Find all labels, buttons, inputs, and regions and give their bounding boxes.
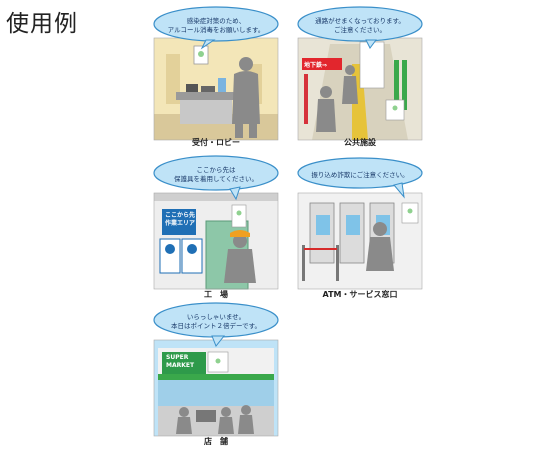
- bubble-line: ここから先は: [196, 166, 236, 175]
- subway-sign: 地下鉄⇒: [304, 62, 328, 69]
- panel-public-facility: 地下鉄⇒ 通路がせまくなっております。 ご注意ください。: [290, 4, 430, 144]
- bubble-line: 保護具を着用してください。: [173, 175, 259, 183]
- sign-line: SUPER: [166, 354, 189, 361]
- page-title: 使用例: [6, 11, 78, 37]
- speech-bubble: 振り込め詐欺にご注意ください。: [294, 157, 426, 193]
- work-area-sign: ここから先 作業エリア: [165, 212, 195, 229]
- sign-line: 作業エリア: [165, 220, 196, 228]
- speech-bubble: 感染症対策のため、 アルコール消毒をお願いします。: [150, 8, 282, 44]
- caption-reception: 受付・ロビー: [192, 138, 240, 147]
- caption-atm: ATM・サービス窓口: [322, 290, 398, 299]
- speech-bubble: いらっしゃいませ。 本日はポイント２倍デーです。: [150, 304, 282, 340]
- sign-line: ここから先: [165, 212, 196, 219]
- reception-illustration: [153, 6, 279, 141]
- bubble-line: いらっしゃいませ。: [186, 313, 246, 322]
- panel-factory: ここから先 作業エリア ここから先は 保護具を着用してください。: [146, 153, 286, 293]
- supermarket-sign: SUPER MARKET: [166, 354, 194, 370]
- caption-public-facility: 公共施設: [344, 138, 376, 147]
- speech-bubble: 通路がせまくなっております。 ご注意ください。: [294, 8, 426, 44]
- bubble-line: ご注意ください。: [334, 26, 386, 34]
- bubble-line: 感染症対策のため、: [186, 17, 246, 26]
- speech-bubble: ここから先は 保護具を着用してください。: [150, 157, 282, 193]
- caption-factory: 工 場: [204, 290, 228, 299]
- store-illustration: [153, 302, 279, 437]
- bubble-line: 通路がせまくなっております。: [315, 17, 405, 26]
- bubble-line: 振り込め詐欺にご注意ください。: [311, 170, 409, 179]
- public-facility-illustration: [297, 6, 423, 141]
- caption-store: 店 舗: [204, 437, 228, 446]
- panel-reception: 感染症対策のため、 アルコール消毒をお願いします。: [146, 4, 286, 144]
- panel-atm: 振り込め詐欺にご注意ください。: [290, 153, 430, 293]
- bubble-line: アルコール消毒をお願いします。: [167, 26, 265, 34]
- atm-illustration: [297, 157, 423, 290]
- factory-illustration: [153, 155, 279, 290]
- sign-line: MARKET: [166, 361, 195, 369]
- bubble-line: 本日はポイント２倍デーです。: [171, 322, 261, 330]
- panel-store: SUPER MARKET いらっしゃいませ。 本日はポイント２倍デーです。: [146, 300, 286, 440]
